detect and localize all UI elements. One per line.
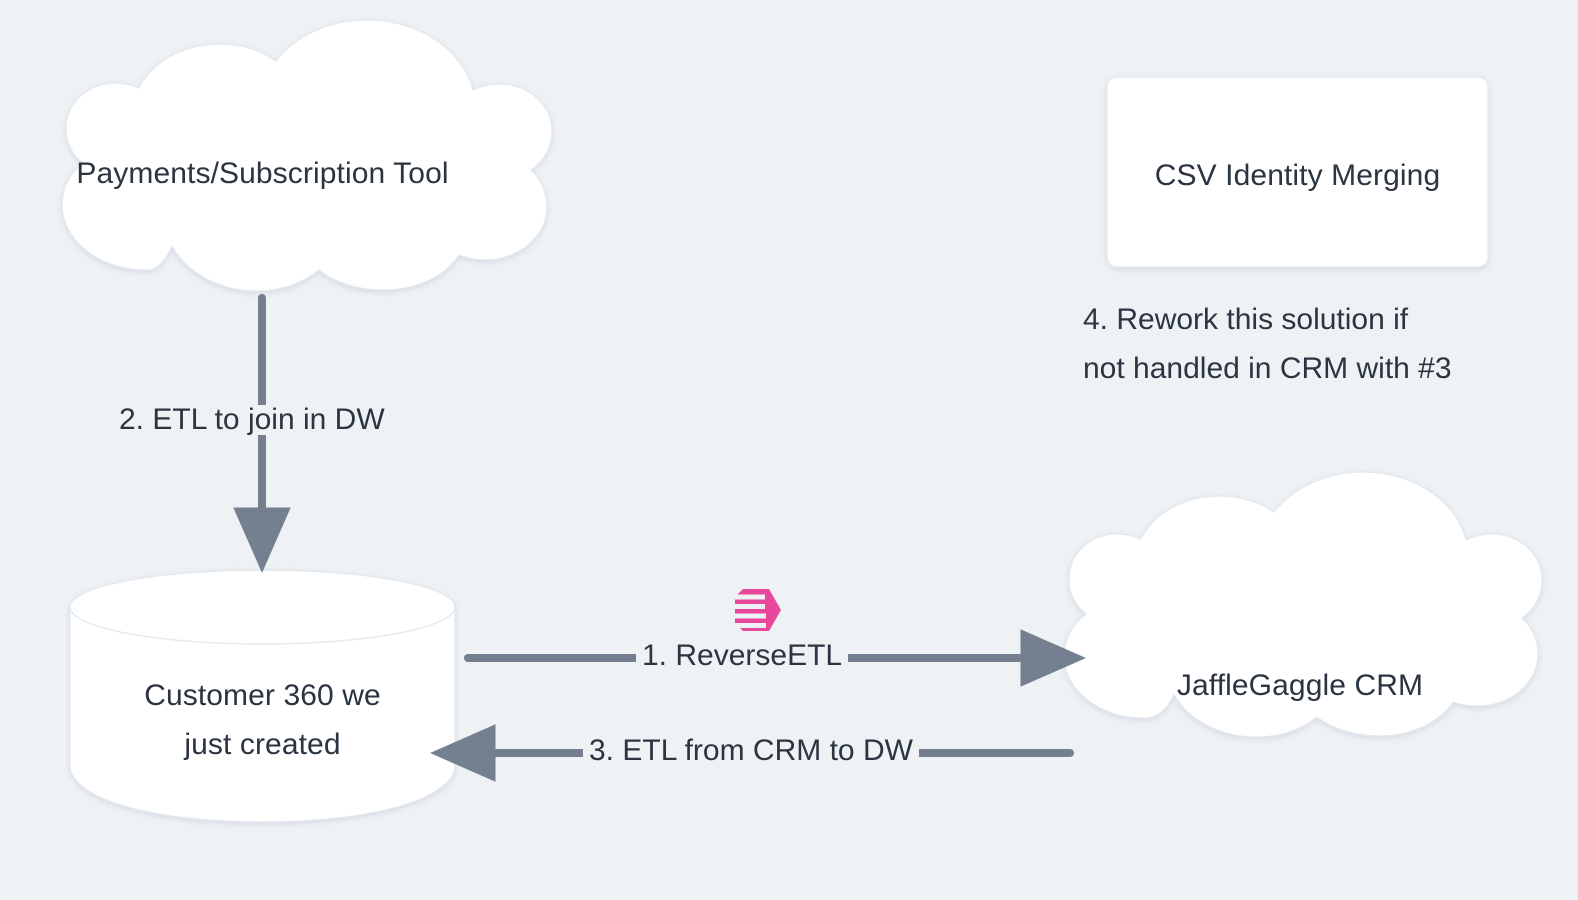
etl-from-crm-edge-label: 3. ETL from CRM to DW <box>583 736 919 766</box>
etl-join-edge-label: 2. ETL to join in DW <box>113 405 391 435</box>
customer-360-db-shape[interactable] <box>69 569 456 823</box>
payments-cloud-shape[interactable] <box>61 19 553 292</box>
csv-identity-box-shape[interactable] <box>1106 76 1489 268</box>
reverse-etl-edge-label: 1. ReverseETL <box>636 641 849 671</box>
jafflegaggle-cloud-shape[interactable] <box>1063 471 1543 738</box>
hightouch-logo-icon <box>725 589 781 631</box>
rework-note: 4. Rework this solution if not handled i… <box>1083 303 1452 385</box>
